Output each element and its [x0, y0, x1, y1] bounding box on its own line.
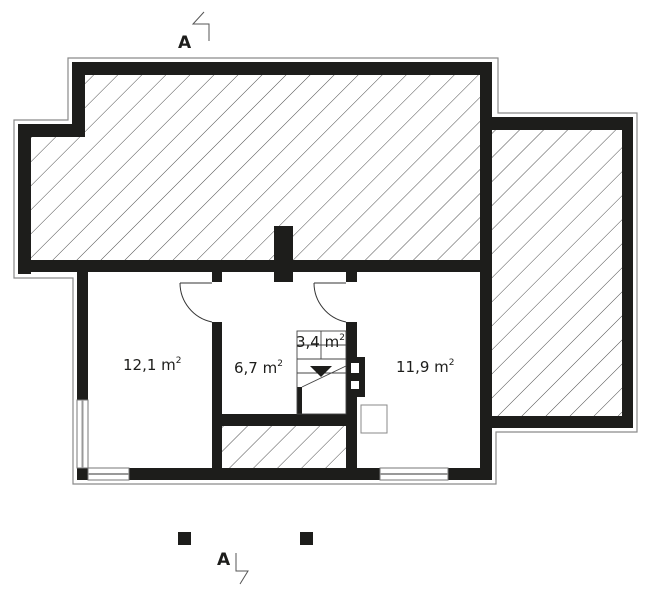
room-area-label: 3,4 m2 — [296, 333, 345, 351]
windows — [76, 399, 449, 481]
hatched-area-upper-left — [31, 137, 85, 262]
outer-outline — [13, 57, 638, 485]
vent — [351, 363, 359, 373]
svg-text:A: A — [217, 550, 231, 570]
chimney — [274, 226, 293, 282]
section-marker-square — [300, 532, 313, 545]
hatched-area-annex — [492, 130, 622, 416]
section-mark-bottom: A — [217, 550, 249, 585]
door-swing-left — [179, 282, 213, 323]
stairs — [296, 330, 347, 415]
stair-direction-arrow — [310, 366, 332, 377]
section-marker-square — [178, 532, 191, 545]
door-swing-right — [313, 282, 347, 323]
boiler-box — [360, 404, 388, 434]
hatched-area-small — [222, 426, 346, 468]
svg-text:A: A — [178, 33, 192, 53]
walls — [18, 62, 633, 480]
vent — [351, 381, 359, 389]
room-area-label: 6,7 m2 — [234, 359, 283, 377]
room-area-label: 12,1 m2 — [123, 356, 182, 374]
room-area-label: 11,9 m2 — [396, 358, 455, 376]
doors — [179, 282, 347, 323]
section-mark-top: A — [178, 11, 210, 53]
